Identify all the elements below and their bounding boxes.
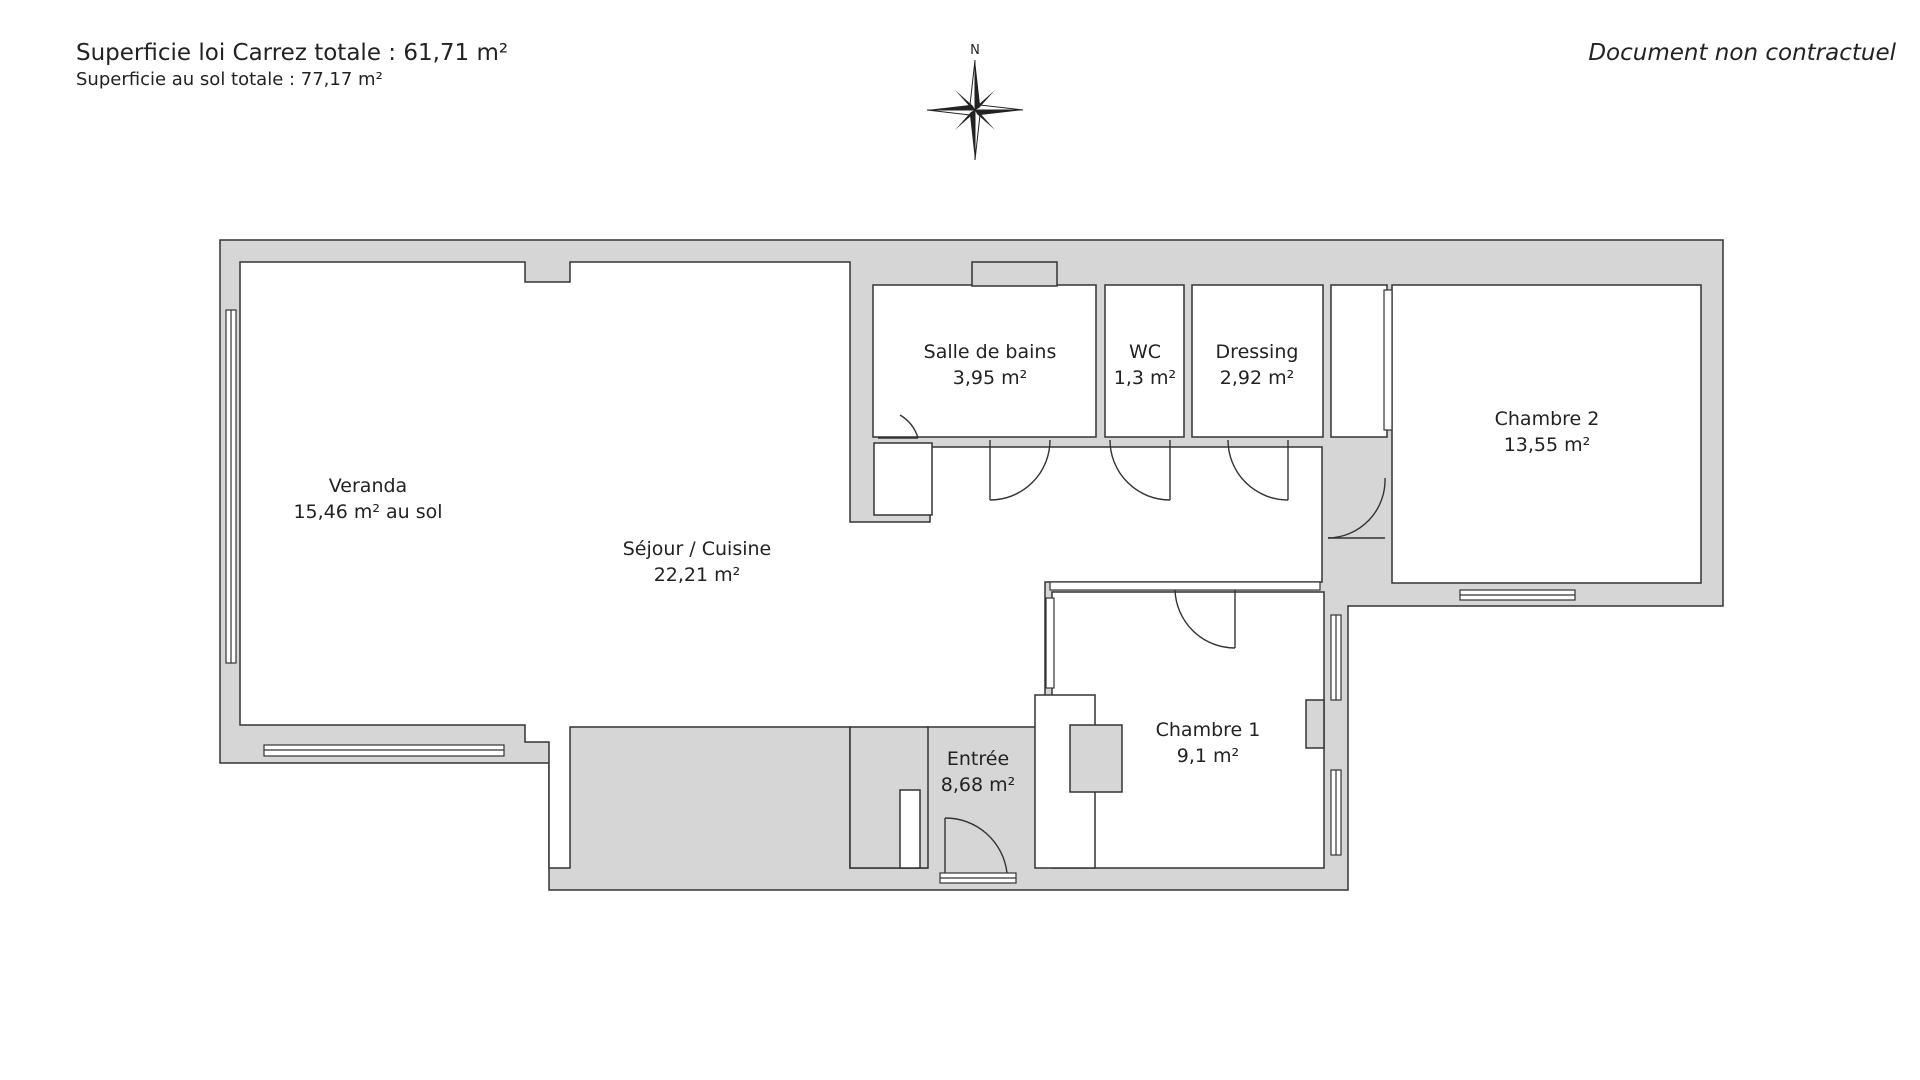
window-chambre-1-b — [1330, 769, 1342, 856]
room-wc — [1104, 284, 1185, 438]
sdb-name: Salle de bains — [924, 341, 1057, 363]
room-bath-niche — [873, 442, 933, 516]
wall-entry-nook — [899, 789, 921, 869]
room-closet — [1330, 284, 1388, 438]
dressing-area: 2,92 m² — [1220, 367, 1294, 389]
wc-area: 1,3 m² — [1114, 367, 1176, 389]
door-salle-de-bains — [989, 439, 1051, 501]
veranda-name: Veranda — [329, 475, 407, 497]
room-dressing — [1191, 284, 1324, 438]
header-info: Superficie loi Carrez totale : 61,71 m² … — [76, 38, 508, 92]
sejour-area: 22,21 m² — [654, 564, 741, 586]
chambre2-area: 13,55 m² — [1504, 434, 1591, 456]
room-salle-de-bains — [872, 284, 1097, 438]
door-chambre-1 — [1174, 589, 1236, 649]
north-label: N — [970, 43, 980, 58]
window-chambre-1-a — [1330, 614, 1342, 701]
dressing-name: Dressing — [1216, 341, 1299, 363]
chambre2-name: Chambre 2 — [1495, 408, 1600, 430]
sliding-door-closet — [1383, 289, 1393, 431]
chambre1-area: 9,1 m² — [1177, 745, 1239, 767]
partition-sliding-chambre1 — [1045, 581, 1321, 689]
entree-name: Entrée — [947, 748, 1009, 770]
door-entree — [944, 817, 1008, 874]
compass-rose-icon: N — [926, 43, 1024, 160]
room-chambre-2 — [1391, 284, 1702, 584]
window-chambre-2 — [1459, 589, 1576, 601]
window-veranda-west — [225, 309, 237, 664]
veranda-area: 15,46 m² au sol — [293, 501, 442, 523]
wall-bump-sdb — [971, 261, 1058, 287]
pillar-chambre1 — [1069, 724, 1123, 793]
door-chambre-2 — [1327, 477, 1386, 539]
door-wc — [1109, 439, 1171, 501]
disclaimer-text: Document non contractuel — [1588, 40, 1896, 66]
window-veranda-south — [263, 744, 505, 757]
sdb-area: 3,95 m² — [953, 367, 1027, 389]
total-carrez-area: Superficie loi Carrez totale : 61,71 m² — [76, 40, 509, 66]
entree-area: 8,68 m² — [941, 774, 1015, 796]
window-entree — [939, 872, 1017, 884]
wc-name: WC — [1129, 341, 1161, 363]
sejour-name: Séjour / Cuisine — [623, 538, 771, 560]
door-bath-niche — [878, 414, 919, 439]
chambre1-name: Chambre 1 — [1156, 719, 1261, 741]
total-floor-area: Superficie au sol totale : 77,17 m² — [76, 69, 383, 90]
door-dressing — [1227, 439, 1289, 501]
wall-jog-chambre1 — [1305, 699, 1325, 749]
